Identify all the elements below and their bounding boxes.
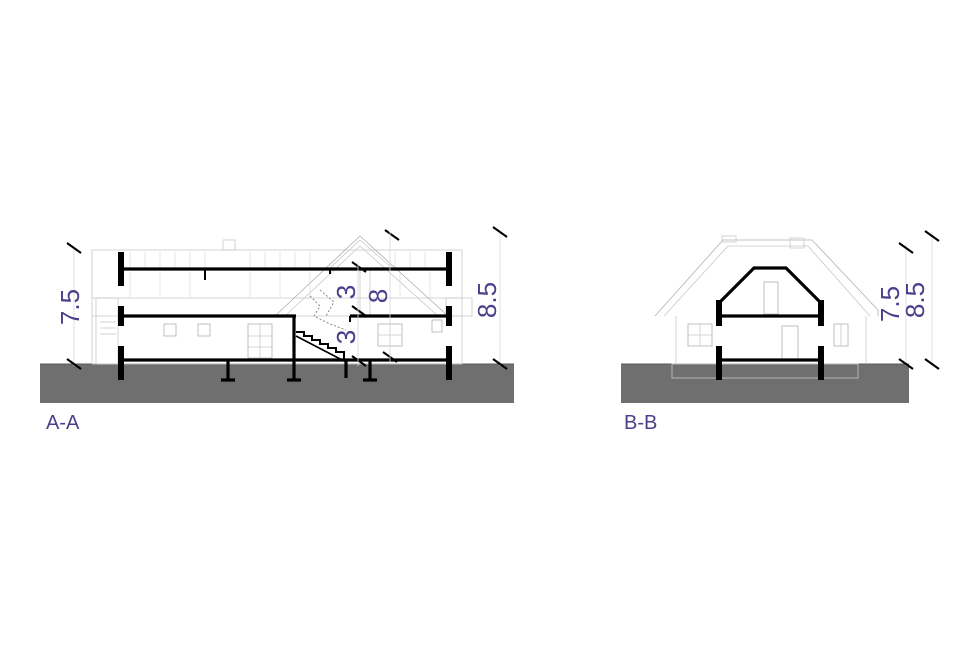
dim-lower-floor-a-a: 3 xyxy=(331,330,361,344)
section-label-b-b: B-B xyxy=(624,412,657,434)
ground-b-b xyxy=(621,364,909,403)
section-b-b: 7.5 8.5 B-B xyxy=(621,230,940,434)
structure-b-b xyxy=(716,266,824,380)
dim-right-b-b: 8.5 xyxy=(900,282,930,318)
dim-right-a-a: 8.5 xyxy=(472,282,502,318)
dim-stair-a-a: 8 xyxy=(363,289,393,303)
structure-a-a xyxy=(118,252,452,382)
dim-left-a-a: 7.5 xyxy=(55,289,85,325)
ground-a-a xyxy=(40,364,514,403)
dimension-marks-b-b xyxy=(898,230,940,370)
section-a-a: 7.5 8.5 3 3 8 A-A xyxy=(40,226,514,434)
dimension-marks-a-a xyxy=(66,226,508,370)
elevation-outline-b-b xyxy=(654,235,879,379)
dim-upper-floor-a-a: 3 xyxy=(331,285,361,299)
dim-left-b-b: 7.5 xyxy=(875,286,905,322)
section-label-a-a: A-A xyxy=(46,412,80,434)
elevation-outline-a-a xyxy=(91,235,473,365)
